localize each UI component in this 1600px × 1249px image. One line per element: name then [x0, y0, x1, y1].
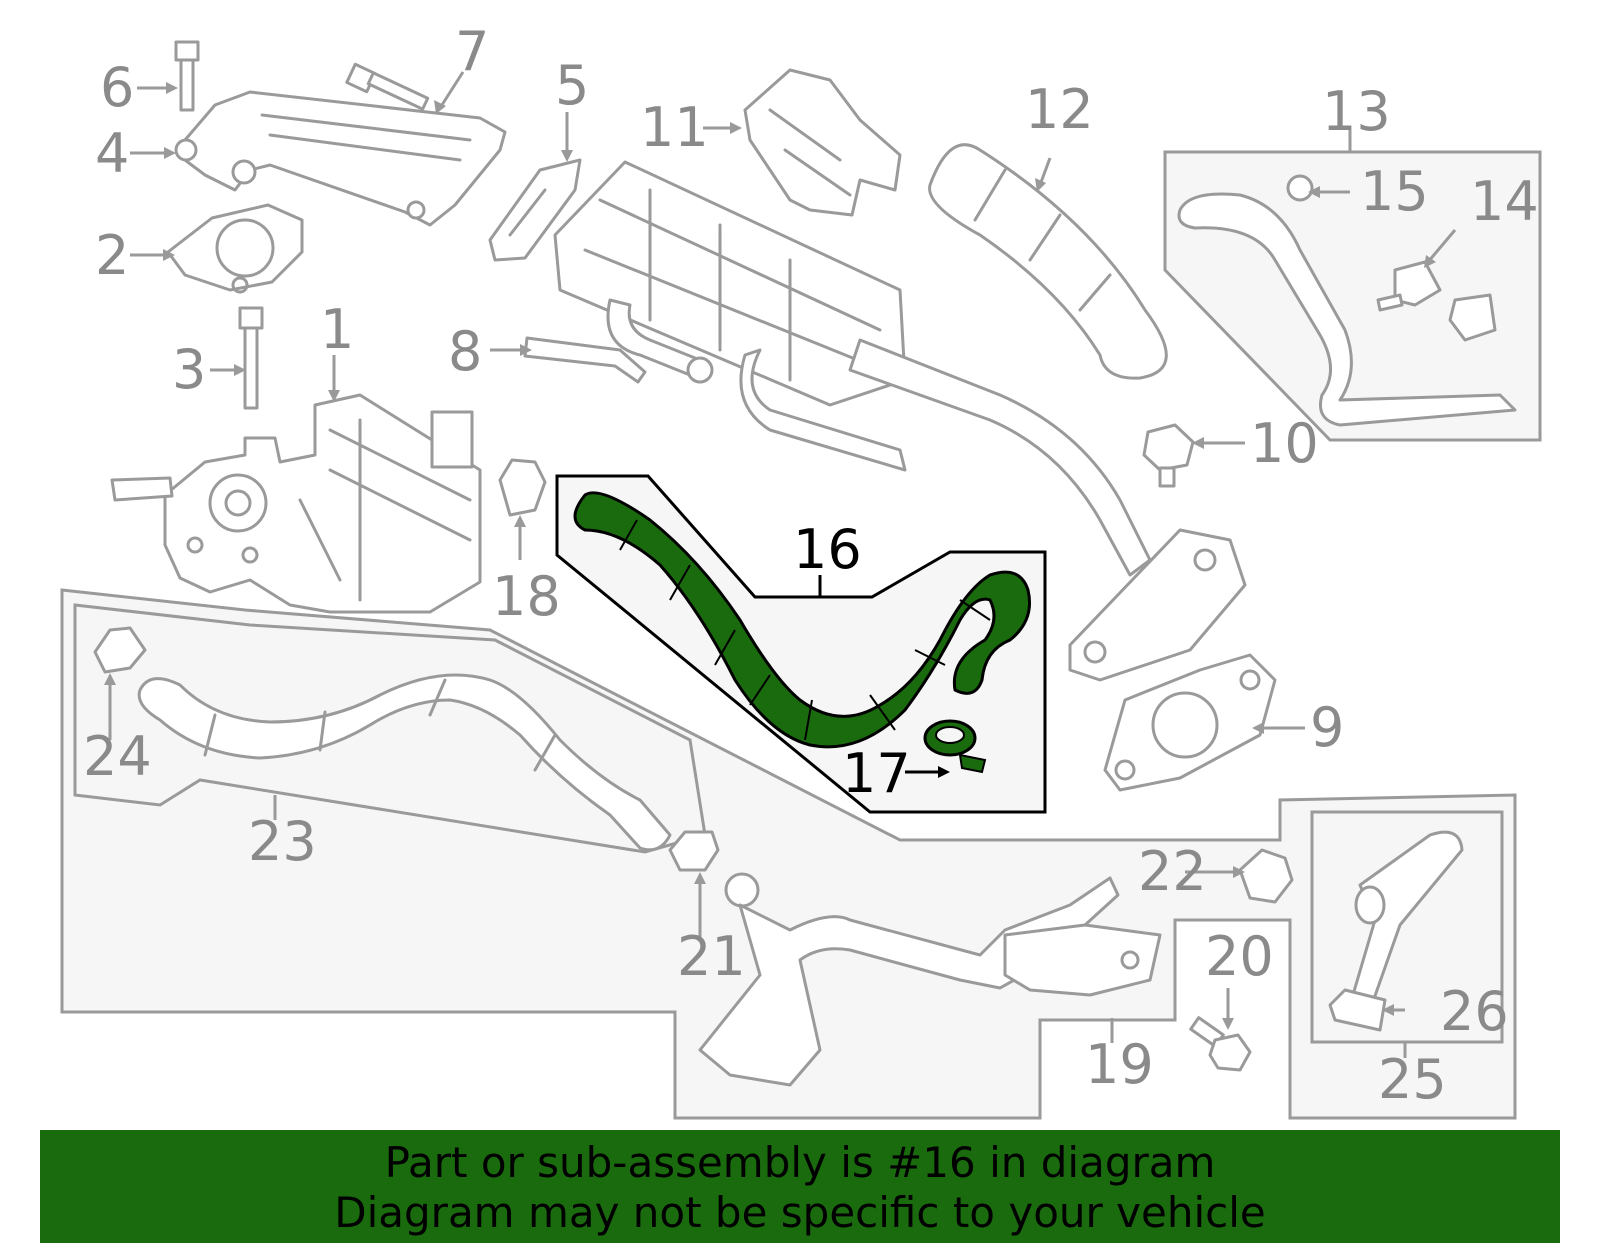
callout-17: 17	[842, 742, 911, 805]
hose-part-16	[573, 491, 1031, 749]
leader-lines	[108, 71, 1457, 1058]
banner-line-1: Part or sub-assembly is #16 in diagram	[384, 1138, 1216, 1187]
pipe-assembly-part-19	[698, 872, 1162, 1087]
arrowheads	[104, 82, 1436, 1030]
callout-2: 2	[95, 224, 129, 287]
callout-22: 22	[1138, 840, 1207, 903]
clamp-part-15	[1286, 174, 1314, 202]
callout-23: 23	[248, 810, 317, 873]
callout-labels: 6 7 4 5 11 12 13 15 14 2 1 3 8 10 18 9 2…	[83, 20, 1539, 1111]
callout-25: 25	[1378, 1048, 1447, 1111]
bolt-part-20	[1189, 1016, 1252, 1072]
hose-part-23	[137, 673, 672, 852]
gasket-part-9	[1103, 653, 1277, 792]
callout-8: 8	[448, 320, 482, 383]
callout-19: 19	[1085, 1033, 1154, 1096]
bolt-part-3	[238, 306, 264, 410]
callout-18: 18	[492, 565, 561, 628]
clamp-part-21	[668, 830, 720, 872]
hose-assembly-part-13	[1177, 192, 1517, 427]
callout-21: 21	[677, 925, 746, 988]
clip-part-18	[498, 458, 547, 517]
gasket-part-2	[166, 203, 304, 294]
bolt-part-7	[345, 62, 430, 111]
callout-9: 9	[1310, 696, 1344, 759]
callout-26: 26	[1440, 980, 1509, 1043]
tube-part-8	[523, 336, 647, 384]
clamp-part-22	[1238, 848, 1294, 904]
callout-15: 15	[1360, 160, 1429, 223]
valve-part-14	[1376, 260, 1497, 342]
callout-10: 10	[1250, 412, 1319, 475]
arrowhead-17	[938, 766, 950, 778]
callout-6: 6	[100, 56, 134, 119]
callout-7: 7	[455, 20, 489, 83]
callout-16: 16	[793, 518, 862, 581]
callout-20: 20	[1205, 925, 1274, 988]
flange	[1068, 528, 1247, 682]
info-banner: Part or sub-assembly is #16 in diagram D…	[40, 1130, 1560, 1243]
callout-4: 4	[95, 122, 129, 185]
banner-line-2: Diagram may not be specific to your vehi…	[334, 1188, 1266, 1237]
clamp-part-24	[93, 626, 147, 674]
hose-part-12	[928, 143, 1168, 380]
egr-cooler	[553, 160, 1152, 577]
callout-11: 11	[640, 96, 709, 159]
callout-14: 14	[1470, 170, 1539, 233]
heat-shield-part-11	[743, 68, 902, 217]
callout-12: 12	[1025, 78, 1094, 141]
bolt-part-6	[174, 40, 200, 112]
clip-part-26	[1328, 988, 1387, 1032]
egr-valve-part-1	[110, 393, 482, 614]
clamp-part-17	[923, 719, 987, 774]
callout-3: 3	[172, 338, 206, 401]
callout-1: 1	[320, 298, 354, 361]
callout-24: 24	[83, 725, 152, 788]
egr-pipe-part-4	[174, 90, 507, 227]
callout-13: 13	[1322, 80, 1391, 143]
gasket-part-5	[488, 158, 582, 262]
callout-5: 5	[555, 54, 589, 117]
bolt-part-10	[1142, 423, 1195, 488]
